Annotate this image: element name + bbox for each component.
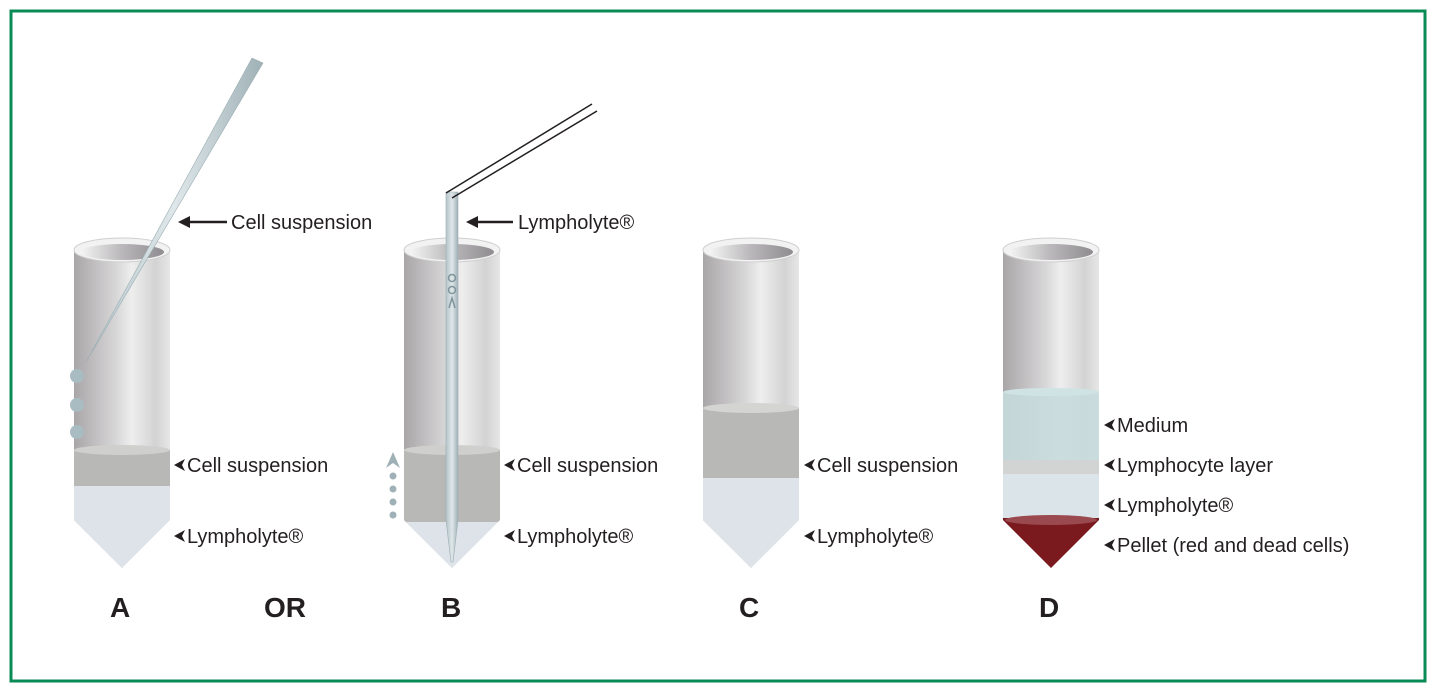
layer-label-d: Lymphocyte layer [1104, 455, 1273, 477]
layer-label-d: Pellet (red and dead cells) [1104, 535, 1349, 557]
layer-label-text: Lympholyte® [517, 526, 634, 548]
layer-label-c: Cell suspension [804, 455, 958, 477]
pipette-a [85, 57, 264, 363]
arrowhead-icon [1104, 539, 1115, 551]
panel-letter-c: C [739, 592, 759, 623]
droplet [70, 369, 84, 383]
cell-suspension-layer [74, 450, 170, 486]
medium-layer [1003, 392, 1099, 460]
upward-flow-indicator [386, 452, 400, 519]
lymphocyte-layer [1003, 460, 1099, 474]
arrowhead-icon [504, 459, 515, 471]
cell-suspension-layer [703, 408, 799, 478]
svg-text:Cell suspension: Cell suspension [231, 212, 372, 234]
tube-a [70, 237, 171, 568]
layer-label-b: Cell suspension [504, 455, 658, 477]
layer-label-a: Lympholyte® [174, 526, 304, 548]
layer-label-text: Medium [1117, 415, 1188, 437]
layer-label-text: Lympholyte® [1117, 495, 1234, 517]
tube-c [702, 237, 800, 568]
arrowhead-icon [174, 530, 185, 542]
lympholyte-layer [1003, 474, 1099, 520]
layer-label-d: Medium [1104, 415, 1188, 437]
layer-label-b: Lympholyte® [504, 526, 634, 548]
layer-label-text: Lympholyte® [187, 526, 304, 548]
label-b-lympholyte-top: Lympholyte® [466, 212, 635, 234]
label-a-cell-suspension-top: Cell suspension [178, 212, 372, 234]
arrowhead-icon [1104, 419, 1115, 431]
panel-letter-d: D [1039, 592, 1059, 623]
arrowhead-icon [504, 530, 515, 542]
lympholyte-layer [74, 486, 170, 568]
tube-b [403, 191, 501, 568]
layer-label-c: Lympholyte® [804, 526, 934, 548]
layer-label-a: Cell suspension [174, 455, 328, 477]
arrowhead-icon [804, 459, 815, 471]
droplet [70, 398, 84, 412]
arrowhead-icon [174, 459, 185, 471]
layer-label-d: Lympholyte® [1104, 495, 1234, 517]
layer-label-text: Lymphocyte layer [1117, 455, 1273, 477]
panel-letter-a: A [110, 592, 130, 623]
arrowhead-icon [804, 530, 815, 542]
layer-label-text: Pellet (red and dead cells) [1117, 535, 1349, 557]
tube-d [1002, 237, 1100, 568]
lympholyte-layer [703, 478, 799, 568]
layer-label-text: Lympholyte® [817, 526, 934, 548]
pellet-layer [1003, 518, 1099, 568]
arrowhead-icon [1104, 499, 1115, 511]
droplet [70, 425, 84, 439]
layer-label-text: Cell suspension [187, 455, 328, 477]
layer-label-text: Cell suspension [517, 455, 658, 477]
or-label: OR [264, 592, 306, 623]
layer-label-text: Cell suspension [817, 455, 958, 477]
arrowhead-icon [1104, 459, 1115, 471]
panel-letter-b: B [441, 592, 461, 623]
svg-text:Lympholyte®: Lympholyte® [518, 212, 635, 234]
pipette-b [445, 191, 459, 563]
frame-border [9, 9, 1427, 683]
